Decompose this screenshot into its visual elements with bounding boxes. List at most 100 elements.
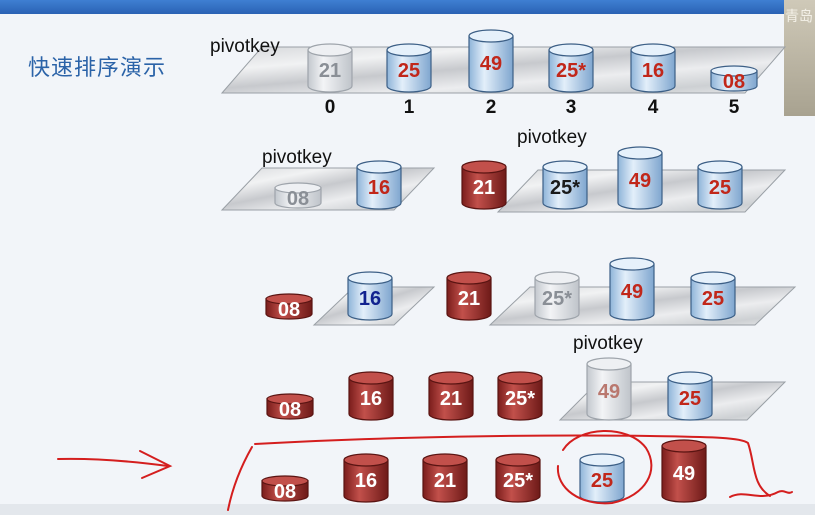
cylinder-body — [534, 277, 580, 321]
element-value: 21 — [319, 60, 341, 82]
element-value: 49 — [598, 381, 620, 403]
webcam-overlay: 青岛 — [784, 0, 815, 116]
element-cylinder: 16 — [348, 371, 394, 421]
element-cylinder: 25 — [667, 371, 713, 421]
index-label: 3 — [566, 97, 577, 118]
cylinder-body — [697, 166, 743, 210]
element-value: 08 — [274, 481, 296, 503]
cylinder-body — [356, 166, 402, 210]
element-value: 08 — [279, 399, 301, 421]
element-cylinder: 16 — [343, 453, 389, 503]
element-value: 16 — [355, 470, 377, 492]
element-cylinder: 49 — [609, 257, 655, 321]
sort-row-2: 08 16 21 25* 49 25 — [274, 146, 743, 210]
cylinder-top — [461, 160, 507, 174]
cylinder-body — [617, 152, 663, 210]
index-label: 1 — [404, 97, 415, 118]
cylinder-top — [265, 293, 313, 305]
watermark-text: 青岛 — [785, 8, 813, 24]
cylinder-body — [428, 377, 474, 421]
element-cylinder: 49 — [617, 146, 663, 210]
cylinder-top — [386, 43, 432, 57]
cylinder-body — [548, 49, 594, 93]
element-value: 25 — [679, 388, 701, 410]
cylinder-top — [307, 43, 353, 57]
cylinder-top — [422, 453, 468, 467]
player-progress-strip — [0, 504, 815, 515]
element-cylinder: 16 — [347, 271, 393, 321]
window-title-bar — [0, 0, 815, 14]
element-cylinder: 08 — [265, 293, 313, 321]
element-value: 25* — [542, 288, 572, 310]
cylinder-top — [468, 29, 514, 43]
element-value: 21 — [473, 177, 495, 199]
element-cylinder: 49 — [468, 29, 514, 93]
element-cylinder: 08 — [274, 182, 322, 210]
element-value: 25 — [591, 470, 613, 492]
cylinder-body — [265, 298, 313, 320]
element-value: 16 — [642, 60, 664, 82]
sort-row-4: 08 16 21 25* 49 25 — [266, 357, 713, 421]
index-label: 2 — [486, 97, 497, 118]
slide-title: 快速排序演示 — [28, 56, 167, 81]
cylinder-top — [428, 371, 474, 385]
pivotkey-label: pivotkey — [517, 127, 587, 148]
cylinder-body — [343, 459, 389, 503]
element-cylinder: 16 — [630, 43, 676, 93]
element-cylinder: 21 — [307, 43, 353, 93]
cylinder-body — [497, 377, 543, 421]
cylinder-top — [266, 393, 314, 405]
element-cylinder: 25 — [386, 43, 432, 93]
cylinder-body — [495, 459, 541, 503]
element-value: 16 — [359, 288, 381, 310]
element-value: 25* — [550, 177, 580, 199]
element-cylinder: 49 — [586, 357, 632, 421]
index-label: 5 — [729, 97, 740, 118]
cylinder-body — [468, 35, 514, 93]
element-cylinder: 25* — [497, 371, 543, 421]
cylinder-top — [497, 371, 543, 385]
platform — [220, 167, 436, 211]
element-cylinder: 25 — [579, 453, 625, 503]
cylinder-top — [579, 453, 625, 467]
annotation-arrow-head — [139, 450, 173, 479]
cylinder-body — [661, 445, 707, 503]
cylinder-top — [356, 160, 402, 174]
cylinder-top — [343, 453, 389, 467]
element-value: 08 — [278, 299, 300, 321]
cylinder-body — [261, 480, 309, 502]
element-value: 49 — [629, 170, 651, 192]
element-value: 25* — [505, 388, 535, 410]
platform-layer — [220, 46, 797, 421]
cylinder-body — [422, 459, 468, 503]
index-label: 0 — [325, 97, 336, 118]
cylinder-top — [661, 439, 707, 453]
element-cylinder: 25* — [542, 160, 588, 210]
element-value: 16 — [368, 177, 390, 199]
annotation-bracket — [227, 446, 253, 511]
element-value: 25 — [702, 288, 724, 310]
cylinder-body — [609, 263, 655, 321]
element-value: 21 — [440, 388, 462, 410]
element-value: 49 — [480, 53, 502, 75]
cylinder-top — [609, 257, 655, 271]
element-value: 21 — [434, 470, 456, 492]
index-label: 4 — [648, 97, 659, 118]
cylinder-body — [710, 70, 758, 92]
element-value: 25 — [398, 60, 420, 82]
annotation-scribble — [729, 490, 793, 498]
cylinder-top — [446, 271, 492, 285]
element-cylinder: 25 — [697, 160, 743, 210]
cylinder-top — [274, 182, 322, 194]
cylinder-body — [446, 277, 492, 321]
element-value: 16 — [360, 388, 382, 410]
element-value: 25* — [503, 470, 533, 492]
cylinder-top — [697, 160, 743, 174]
pivotkey-label: pivotkey — [573, 333, 643, 354]
element-cylinder: 21 — [461, 160, 507, 210]
cylinder-top — [348, 371, 394, 385]
element-value: 08 — [287, 188, 309, 210]
element-cylinder: 16 — [356, 160, 402, 210]
